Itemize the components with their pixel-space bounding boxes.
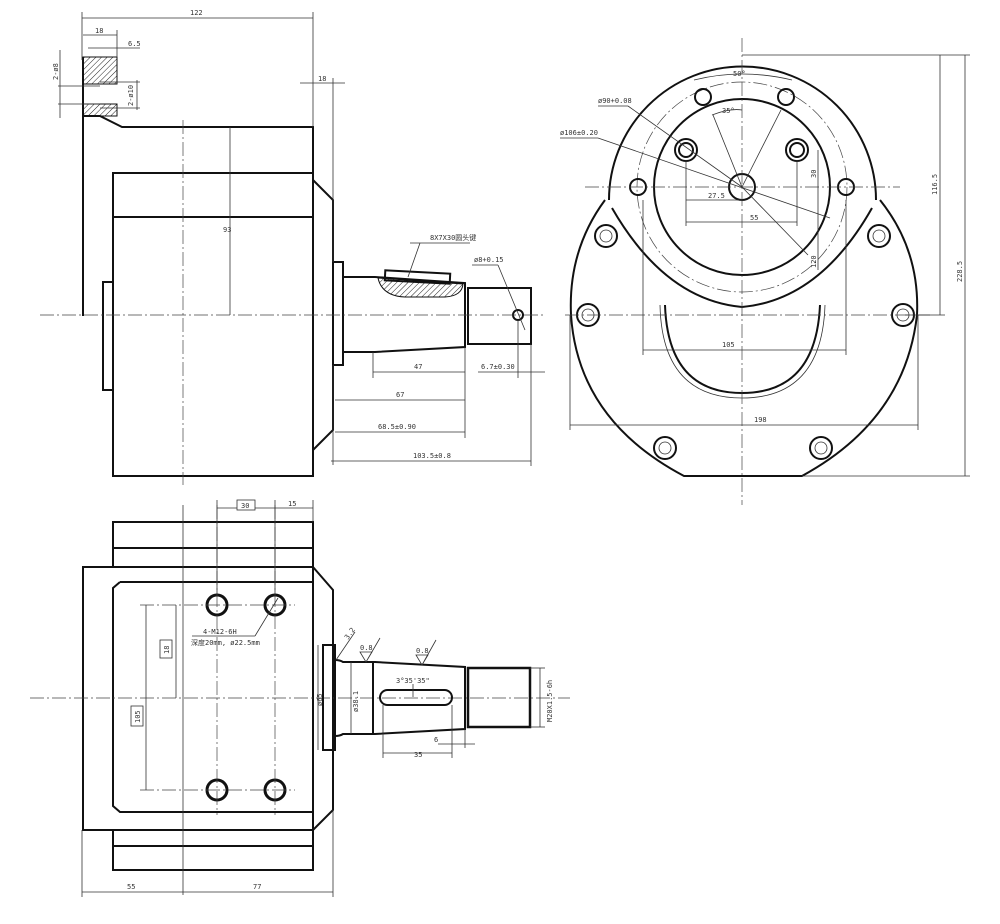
dim-overall-length: 122 xyxy=(190,9,203,17)
roughness-a: 0.8 xyxy=(360,644,373,652)
front-view: 122 18 6.5 2-ø8 2-ø10 18 93 8X7X30圆头键 ø8… xyxy=(40,9,545,485)
dim-key-length: 47 xyxy=(414,363,422,371)
dim-angle-inner: 35° xyxy=(722,107,735,115)
dim-hole-pitch-y: 105 xyxy=(134,710,142,723)
dim-pilot-dia: ø106±0.20 xyxy=(560,129,598,137)
dim-angle-outer: 50° xyxy=(733,70,746,78)
dim-overall-height: 228.5 xyxy=(956,261,964,282)
dim-pin-offset: 6.7±0.30 xyxy=(481,363,515,371)
dim-key-offset: 6 xyxy=(434,736,438,744)
dim-hole-b: 2-ø10 xyxy=(127,85,135,106)
end-cover-bottom xyxy=(312,566,334,831)
shaft-flange-bottom xyxy=(322,644,336,751)
dim-shaft-length: 67 xyxy=(396,391,404,399)
dim-center-height: 93 xyxy=(223,226,231,234)
dim-bolt-circle: ø90+0.08 xyxy=(598,97,632,105)
roughness-b: 0.8 xyxy=(416,647,429,655)
upper-block xyxy=(112,521,314,568)
flange-section-bottom xyxy=(82,103,118,117)
dim-shaft-dia: ø38.1 xyxy=(352,691,360,712)
roughness-c: 3.2 xyxy=(343,626,357,641)
dim-hole-a: 2-ø8 xyxy=(52,63,60,80)
lower-block xyxy=(112,829,314,871)
pin-hole-note: ø8+0.15 xyxy=(474,256,504,264)
bottom-view: 30 15 4-M12-6H 深度20mm, ø22.5mm 18 105 55… xyxy=(30,499,570,897)
dim-key-length-bottom: 35 xyxy=(414,751,422,759)
dim-flange-thickness: 18 xyxy=(95,27,103,35)
key-slot xyxy=(379,689,453,706)
dim-hole-spacing: 55 xyxy=(750,214,758,222)
dim-overall-width: 198 xyxy=(754,416,767,424)
thread-depth-note: 深度20mm, ø22.5mm xyxy=(191,638,260,647)
key xyxy=(383,269,452,285)
shaft-end xyxy=(467,287,532,345)
thread-note: 4-M12-6H xyxy=(203,628,237,636)
dim-vertical-offset: 30 xyxy=(810,170,818,178)
dim-hole-pitch-x: 30 xyxy=(241,502,249,510)
dim-center-height-side: 116.5 xyxy=(931,174,939,195)
housing-body xyxy=(112,172,314,477)
inner-recess xyxy=(112,581,313,813)
dim-edge-offset: 15 xyxy=(288,500,296,508)
dim-flange-to-shaft: 18 xyxy=(318,75,326,83)
shaft-flange xyxy=(332,261,344,366)
dim-total-shaft: 103.5±0.8 xyxy=(413,452,451,460)
threaded-holes xyxy=(205,593,287,802)
dim-base-right: 77 xyxy=(253,883,261,891)
dim-radius: 120 xyxy=(810,255,818,268)
flange-outline xyxy=(82,57,314,316)
dim-hole-pitch-half: 18 xyxy=(163,646,171,654)
side-view: ø90+0.08 ø106±0.20 50° 35° 27.5 55 30 12… xyxy=(560,38,970,505)
dim-taper-angle: 3°35'35" xyxy=(396,677,430,685)
dim-base-left: 55 xyxy=(127,883,135,891)
key-note: 8X7X30圆头键 xyxy=(430,233,476,242)
dim-flange-dia: ø65 xyxy=(316,693,324,706)
base-body xyxy=(82,566,314,831)
dim-hole-offset: 6.5 xyxy=(128,40,141,48)
threaded-end xyxy=(466,666,532,729)
inner-u-cutout xyxy=(664,304,821,395)
shaft-taper-bottom xyxy=(334,659,466,737)
flange-section-top xyxy=(82,56,118,85)
side-boss xyxy=(102,281,114,391)
dim-shaft-length-tol: 68.5±0.90 xyxy=(378,423,416,431)
outer-flange-arc xyxy=(608,65,877,201)
dim-inner-width: 105 xyxy=(722,341,735,349)
dim-half-spacing: 27.5 xyxy=(708,192,725,200)
dim-thread-spec: M20X1.5-6h xyxy=(546,680,554,722)
base-outline xyxy=(569,199,919,477)
